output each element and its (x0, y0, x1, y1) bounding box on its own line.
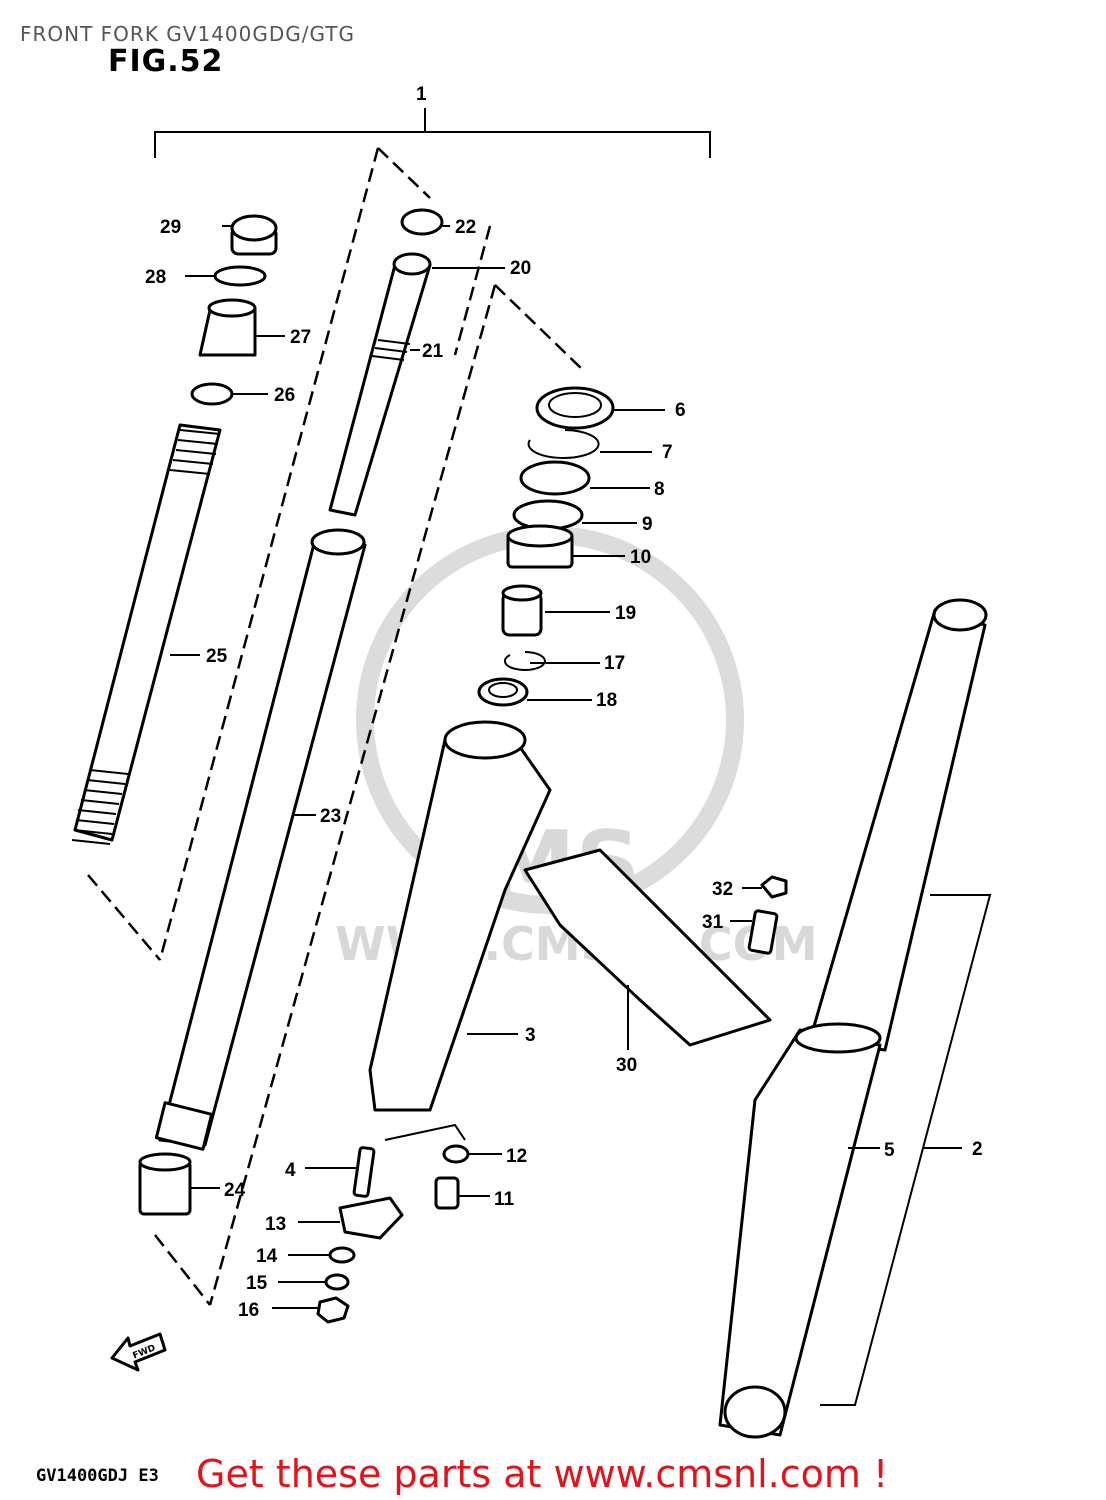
figure-number: FIG.52 (108, 44, 224, 79)
callout-18: 18 (596, 690, 617, 711)
forward-direction-arrow: FWD (110, 1332, 167, 1372)
part-28-o-ring (185, 265, 267, 287)
callout-28: 28 (145, 267, 166, 288)
callout-13: 13 (265, 1214, 286, 1235)
callout-31: 31 (702, 912, 724, 933)
callout-labels: 1 2 3 4 5 6 7 8 9 10 11 12 13 14 15 16 1… (145, 84, 983, 1321)
part-8-seal (519, 460, 650, 496)
callout-25: 25 (206, 646, 228, 667)
assembly-bracket-1 (154, 108, 711, 158)
callout-23: 23 (320, 806, 341, 827)
part-17-circlip (503, 651, 600, 671)
part-22-ring (400, 208, 450, 236)
part-30-fork-brace (523, 848, 772, 1050)
callout-7: 7 (662, 442, 673, 463)
part-13-clamp (298, 1196, 404, 1240)
model-code: GV1400GDJ E3 (36, 1466, 159, 1486)
part-32-cap (742, 875, 788, 899)
part-6-oil-seal (535, 386, 665, 430)
callout-30: 30 (616, 1055, 637, 1076)
part-31-bolt (730, 909, 779, 955)
callout-24: 24 (224, 1180, 246, 1201)
callout-1: 1 (416, 84, 427, 105)
callout-6: 6 (675, 400, 686, 421)
callout-21: 21 (422, 341, 444, 362)
part-25-spring (71, 423, 222, 845)
callout-17: 17 (604, 653, 625, 674)
callout-11: 11 (494, 1189, 515, 1210)
part-14-washer (288, 1246, 356, 1264)
assembly-lines (87, 147, 992, 1406)
callout-27: 27 (290, 327, 311, 348)
callout-19: 19 (615, 603, 636, 624)
part-16-nut (272, 1296, 350, 1324)
page-title: FRONT FORK GV1400GDG/GTG (20, 22, 356, 46)
part-3-outer-tube (368, 720, 552, 1112)
part-24-bushing (138, 1152, 220, 1216)
callout-2: 2 (972, 1139, 983, 1160)
part-7-clip (527, 429, 652, 459)
callout-8: 8 (654, 479, 665, 500)
part-26-washer (190, 382, 268, 406)
part-20-21-damper-rod (328, 252, 505, 517)
part-19-piece (501, 584, 610, 637)
part-23-inner-tube (154, 528, 367, 1151)
part-18-washer (477, 677, 592, 707)
part-12-washer (442, 1144, 502, 1164)
callout-5: 5 (884, 1140, 895, 1161)
callout-10: 10 (630, 547, 651, 568)
callout-26: 26 (274, 385, 295, 406)
callout-29: 29 (160, 217, 181, 238)
part-11-bolt (434, 1176, 490, 1210)
callout-9: 9 (642, 514, 653, 535)
callout-16: 16 (238, 1300, 259, 1321)
callout-15: 15 (246, 1273, 268, 1294)
callout-12: 12 (506, 1146, 527, 1167)
callout-4: 4 (285, 1160, 296, 1181)
part-15-washer (278, 1273, 350, 1291)
callout-32: 32 (712, 879, 733, 900)
callout-22: 22 (455, 217, 476, 238)
callout-3: 3 (525, 1025, 536, 1046)
callout-14: 14 (256, 1246, 278, 1267)
callout-20: 20 (510, 258, 531, 279)
promo-link[interactable]: Get these parts at www.cmsnl.com ! (196, 1452, 889, 1496)
part-4-stud (305, 1146, 376, 1198)
part-27-spacer (198, 298, 285, 357)
part-29-cap-bolt (222, 214, 278, 256)
part-2-fork-leg-assembly (718, 598, 988, 1439)
part-10-bushing (506, 524, 625, 569)
